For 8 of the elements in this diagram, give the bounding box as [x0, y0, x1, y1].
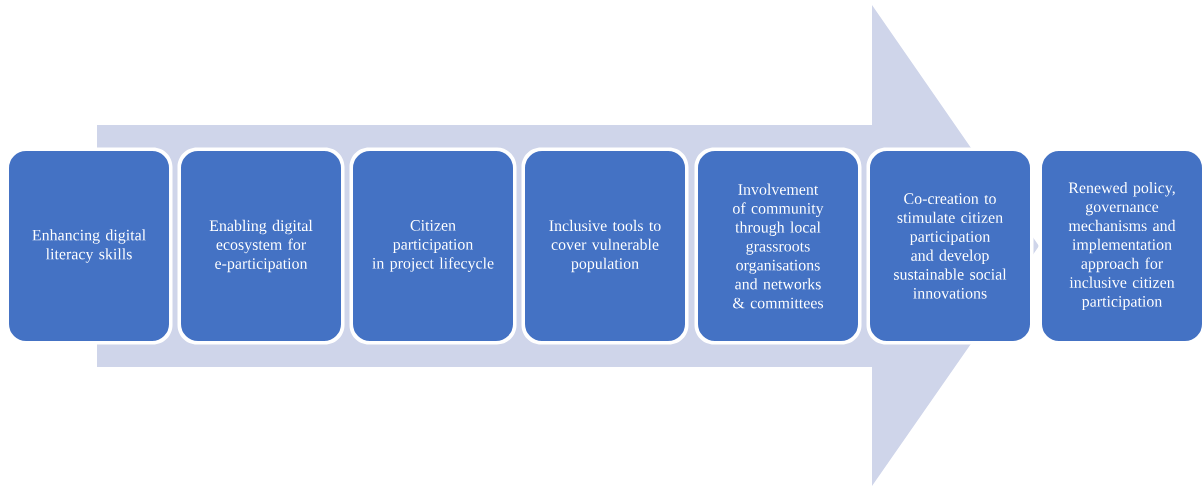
process-box: Enabling digital ecosystem for e-participation [179, 149, 343, 343]
process-box: Citizen participation in project lifecycle [351, 149, 515, 343]
block-arrow [97, 5, 1039, 486]
process-box: Renewed policy, governance mechanisms and implementation approach for inclusive citizen participation [1040, 149, 1203, 343]
process-box: Involvement of community through local grassroots organisations and networks & committees [696, 149, 860, 343]
process-box: Enhancing digital literacy skills [7, 149, 171, 343]
process-box: Co-creation to stimulate citizen participation and develop sustainable social innovations [868, 149, 1032, 343]
process-box: Inclusive tools to cover vulnerable population [523, 149, 687, 343]
